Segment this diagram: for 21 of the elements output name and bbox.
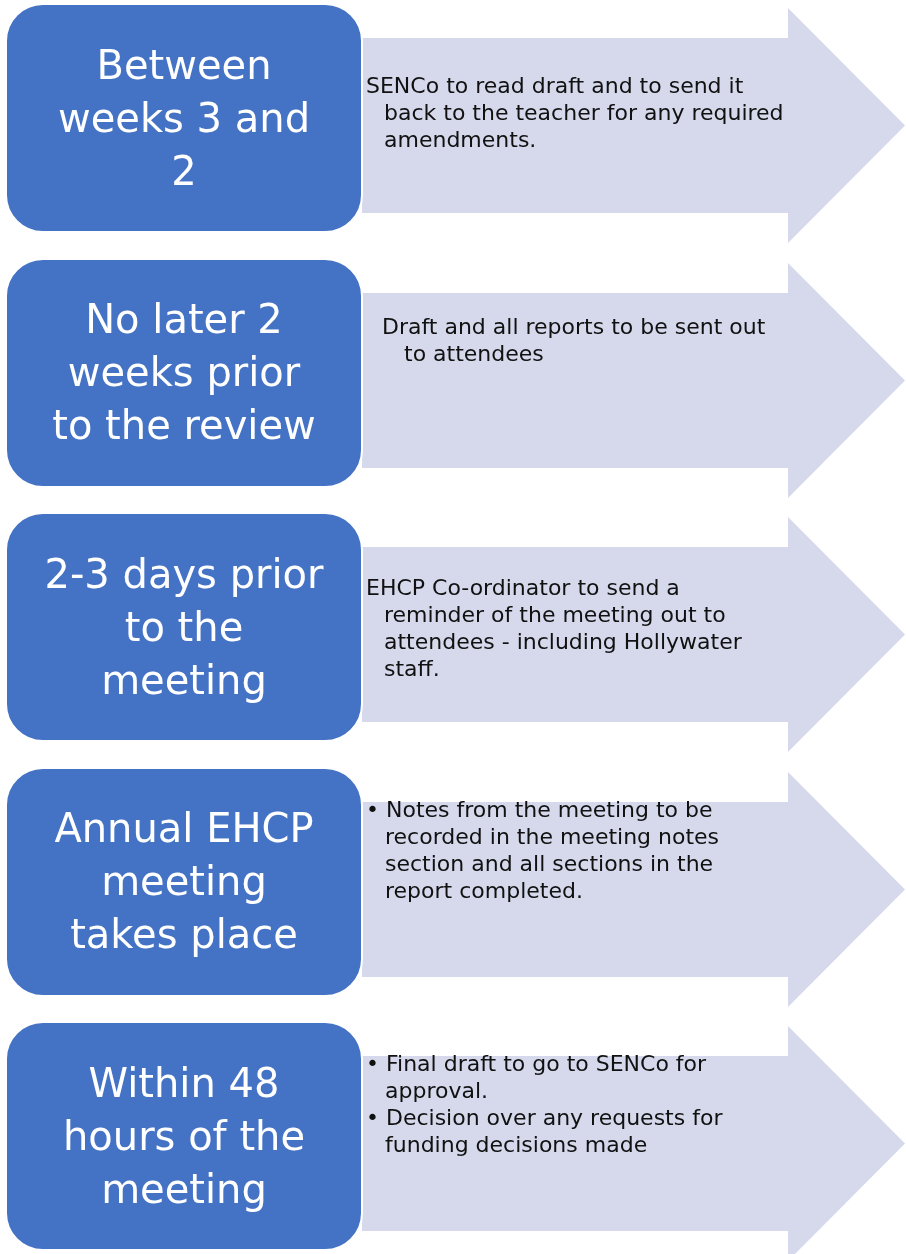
timing-label: Annual EHCP meeting takes place: [53, 804, 315, 959]
step-description: SENCo to read draft and to send it back to the teacher for any required amendments.: [366, 72, 784, 153]
step-description: • Decision over any requests for funding decisions made: [366, 1104, 724, 1158]
step-box: [5, 257, 363, 488]
arrow-shape: [362, 1026, 905, 1254]
step-box: [5, 3, 363, 233]
arrow-shape: [362, 771, 905, 1007]
step-description: • Notes from the meeting to be recorded in the meeting notes section and all sections in the report completed.: [366, 795, 721, 904]
step-box: [5, 766, 363, 997]
timing-label: Between weeks 3 and 2: [56, 40, 312, 196]
step-box: [5, 512, 363, 742]
arrow-shape: [362, 8, 905, 243]
timing-label: No later 2 weeks prior to the review: [51, 295, 317, 450]
step-box: [5, 1021, 363, 1251]
timing-label: Within 48 hours of the meeting: [61, 1058, 307, 1214]
step-description: • Final draft to go to SENCo for approval.: [366, 1050, 708, 1104]
step-description: EHCP Co-ordinator to send a reminder of the meeting out to attendees - including Hollywater staff.: [366, 574, 743, 682]
arrow-shape: [362, 262, 905, 498]
timing-label: 2-3 days prior to the meeting: [43, 549, 325, 705]
arrow-shape: [362, 517, 905, 752]
step-description: Draft and all reports to be sent out to attendees: [382, 312, 767, 367]
